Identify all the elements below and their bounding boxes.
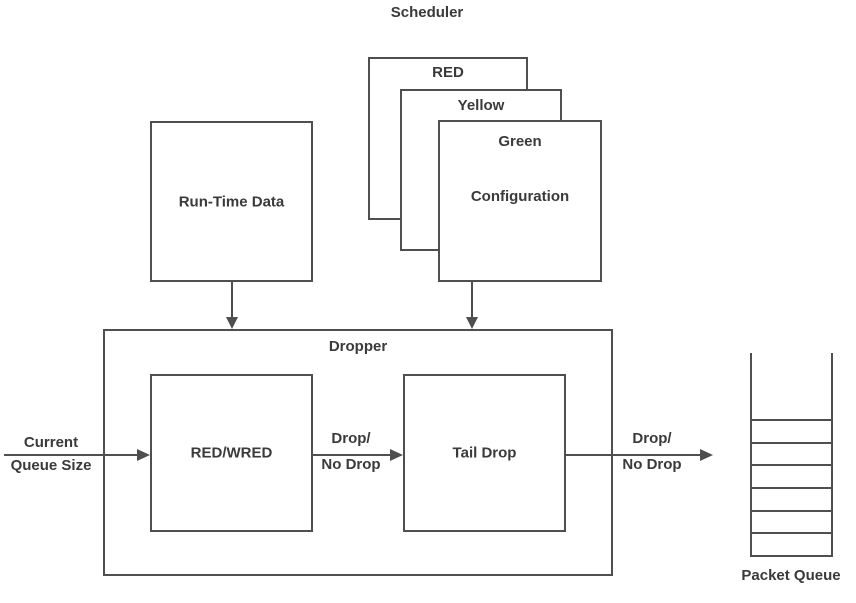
- packet-queue-cell: [752, 487, 831, 510]
- mid-drop-label-line1: Drop/: [331, 430, 371, 447]
- arrowhead-right-icon: [700, 449, 713, 461]
- arrow-line: [231, 281, 233, 318]
- green-config-label: Green: [498, 133, 542, 150]
- arrow-line: [311, 454, 391, 456]
- green-config-card: Green Configuration: [438, 120, 602, 282]
- red-wred-label: RED/WRED: [190, 444, 273, 462]
- packet-queue-cell: [752, 441, 831, 465]
- arrow-line: [4, 454, 140, 456]
- mid-drop-label-line2: No Drop: [321, 456, 381, 473]
- red-config-label: RED: [432, 64, 464, 81]
- dropper-label: Dropper: [328, 338, 388, 355]
- run-time-data-label: Run-Time Data: [178, 193, 285, 210]
- output-drop-label-line1: Drop/: [632, 430, 672, 447]
- packet-queue-label: Packet Queue: [741, 567, 841, 584]
- yellow-config-label: Yellow: [457, 97, 505, 114]
- output-drop-label-line2: No Drop: [622, 456, 682, 473]
- packet-queue: [750, 353, 833, 557]
- arrowhead-right-icon: [390, 449, 403, 461]
- current-queue-size-label-line2: Queue Size: [10, 457, 92, 474]
- packet-queue-cell: [752, 509, 831, 533]
- arrowhead-down-icon: [466, 317, 478, 329]
- tail-drop-box: Tail Drop: [403, 374, 566, 532]
- dropper-box: Dropper: [103, 329, 613, 576]
- packet-queue-cell: [752, 419, 831, 442]
- arrowhead-down-icon: [226, 317, 238, 329]
- packet-queue-cell: [752, 532, 831, 555]
- red-wred-box: RED/WRED: [150, 374, 313, 532]
- packet-queue-cell: [752, 464, 831, 487]
- current-queue-size-label-line1: Current: [23, 434, 79, 451]
- scheduler-title: Scheduler: [390, 4, 464, 21]
- run-time-data-box: Run-Time Data: [150, 121, 313, 282]
- configuration-label: Configuration: [470, 188, 570, 205]
- packet-queue-cells: [752, 419, 831, 555]
- tail-drop-label: Tail Drop: [452, 444, 517, 462]
- arrowhead-right-icon: [137, 449, 150, 461]
- arrow-line: [564, 454, 702, 456]
- arrow-line: [471, 281, 473, 318]
